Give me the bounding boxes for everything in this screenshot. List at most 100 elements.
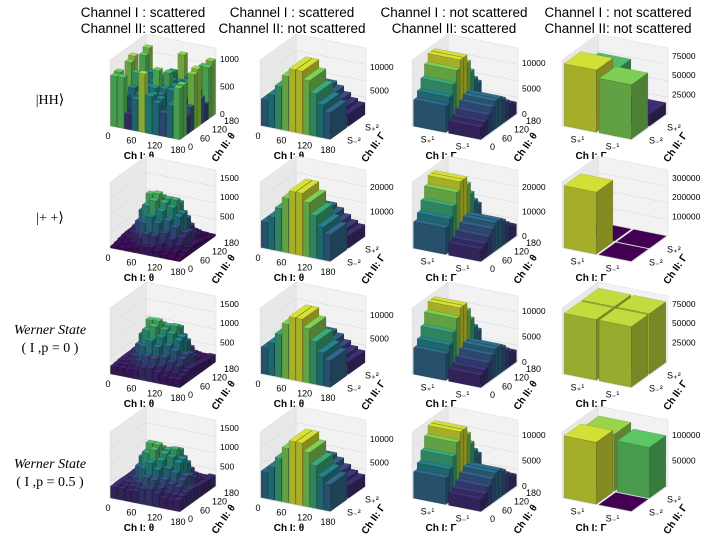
- bar-top-face: [148, 84, 160, 89]
- x-tick-label: 60: [126, 384, 136, 394]
- bar-top-face: [166, 358, 177, 364]
- x-tick-label: 120: [297, 512, 312, 522]
- bar-top-face: [598, 242, 649, 262]
- bar-top-face: [127, 52, 139, 57]
- bar-top-face: [162, 465, 174, 470]
- bar-side-face: [186, 490, 191, 507]
- grid-line: [109, 438, 217, 466]
- y-tick-label: 120: [514, 497, 529, 507]
- y-tick-label: S₋²: [649, 258, 663, 268]
- bar-side-face: [509, 223, 514, 242]
- y-axis-label: Ch II: θ: [210, 503, 238, 536]
- x-axis-label: Ch I: Γ: [425, 399, 456, 410]
- y-axis-label: Ch II: θ: [512, 253, 540, 286]
- y-tick-label: 0: [490, 514, 495, 524]
- x-axis-label: Ch I: Γ: [425, 151, 456, 162]
- bar-top-face: [158, 373, 170, 378]
- bar-top-face: [166, 330, 178, 335]
- bar-top-face: [448, 366, 485, 376]
- bar-front-face: [281, 74, 289, 132]
- bar-top-face: [430, 48, 468, 58]
- bar-top-face: [145, 213, 156, 218]
- y-axis-label: Ch II: θ: [210, 131, 238, 164]
- y-axis-label: Ch II: θ: [512, 379, 540, 412]
- bar-front-face: [131, 368, 139, 380]
- bars: [413, 296, 517, 388]
- y-tick-label: 120: [514, 125, 529, 135]
- bar-front-face: [563, 185, 597, 255]
- bar-top-face: [176, 252, 188, 257]
- x-tick-label: 120: [147, 388, 162, 398]
- bar-top-face: [462, 214, 499, 224]
- bar-side-face: [596, 179, 614, 255]
- bar-top-face: [172, 255, 184, 261]
- bars: [563, 51, 667, 140]
- z-tick-label: 5000: [370, 85, 389, 95]
- bar-top-face: [462, 92, 499, 102]
- y-axis-label: Ch II: θ: [210, 379, 238, 412]
- y-tick-label: 0: [188, 142, 193, 152]
- y-axis-label: Ch II: θ: [210, 253, 238, 286]
- bar-top-face: [169, 347, 181, 352]
- bar: [323, 221, 348, 262]
- bars: [260, 428, 366, 512]
- y-tick-label: S₋²: [347, 136, 361, 146]
- z-tick-label: 100000: [672, 212, 701, 222]
- bar-top-face: [162, 69, 174, 74]
- bar-front-face: [131, 490, 139, 504]
- bar-front-face: [131, 98, 139, 132]
- y-axis-label: Ch II: Γ: [360, 503, 388, 537]
- bar: [448, 366, 485, 388]
- z-tick-label: 10000: [522, 207, 546, 217]
- bar-top-face: [288, 178, 313, 193]
- x-tick-label: 60: [276, 508, 286, 518]
- bar-top-face: [183, 365, 195, 370]
- y-tick-label: S₊²: [365, 371, 379, 381]
- x-axis-label: Ch I: Γ: [575, 523, 606, 534]
- y-axis-label: Ch II: Γ: [662, 503, 690, 537]
- bar-top-face: [466, 89, 503, 99]
- bars: [260, 304, 366, 388]
- bars: [413, 48, 517, 140]
- bar-top-face: [423, 61, 461, 71]
- x-tick-label: 0: [105, 503, 110, 513]
- bar-front-face: [309, 214, 317, 259]
- bar-top-face: [451, 361, 489, 371]
- bar-front-face: [152, 492, 160, 508]
- y-axis-label: Ch II: Γ: [662, 131, 690, 165]
- bar-front-face: [281, 446, 289, 504]
- bar-top-face: [169, 445, 181, 451]
- z-tick-label: 0: [220, 109, 225, 119]
- bar-top-face: [145, 316, 157, 321]
- bar-top-face: [413, 468, 450, 479]
- y-tick-label: 120: [212, 373, 227, 383]
- bar-top-face: [113, 480, 125, 485]
- bar-side-face: [484, 241, 488, 260]
- x-tick-label: S₊¹: [421, 135, 435, 145]
- bar-front-face: [159, 497, 167, 510]
- row-label-3-line-1: Werner State: [13, 323, 87, 338]
- bar-top-face: [187, 240, 199, 246]
- bar-top-face: [423, 309, 461, 319]
- bar-top-face: [563, 300, 614, 320]
- bar-front-face: [267, 341, 275, 377]
- bar-top-face: [451, 113, 489, 123]
- bar: [413, 218, 450, 255]
- bar-front-face: [302, 451, 310, 508]
- bar-top-face: [288, 56, 313, 71]
- bar-top-face: [159, 326, 171, 331]
- x-tick-label: S₋¹: [456, 514, 470, 524]
- bar-side-face: [484, 119, 488, 138]
- grid-line: [411, 50, 519, 77]
- bar-side-face: [491, 226, 496, 255]
- bar-side-face: [596, 429, 614, 505]
- column-header-1-line-2: Channel II: scattered: [80, 21, 206, 36]
- y-tick-label: 120: [212, 497, 227, 507]
- z-tick-label: 1500: [220, 423, 239, 433]
- z-tick-label: 10000: [522, 58, 546, 68]
